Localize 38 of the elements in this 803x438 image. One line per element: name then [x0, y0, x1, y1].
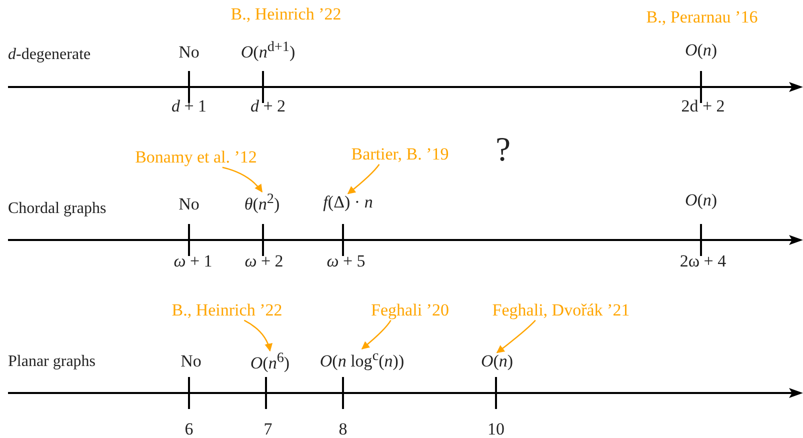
tick-label: 10 [488, 420, 504, 438]
arrow [347, 164, 380, 194]
citation-label: Bonamy et al. ’12 [135, 148, 257, 168]
arrow [361, 320, 392, 350]
row-title: d-degenerate [8, 46, 91, 64]
complexity-label: O(n log$^{c}$(n)) [320, 348, 404, 372]
row-title: Chordal graphs [8, 200, 106, 218]
complexity-label: No [178, 196, 200, 214]
citation-label: Bartier, B. ’19 [351, 146, 449, 164]
complexity-label: f(Δ) · n [323, 194, 373, 212]
tick-label: ω + 2 [244, 252, 284, 272]
complexity-label: O(n$^{6}$) [250, 350, 290, 374]
complexity-label: O(n) [480, 352, 514, 372]
arrow [244, 320, 272, 352]
tick-label: 7 [264, 420, 272, 438]
citation-label: B., Heinrich ’22 [230, 6, 342, 24]
arrow [222, 166, 263, 192]
complexity-label: O(n) [684, 42, 718, 60]
tick-label: 6 [184, 420, 194, 438]
citation-label: Feghali, Dvořák ’21 [492, 302, 630, 320]
tick-label: d + 2 [250, 98, 286, 116]
tick-label: 2d + 2 [681, 98, 725, 116]
complexity-label: No [180, 352, 202, 372]
question-mark: ? [495, 131, 511, 169]
citation-label: Feghali ’20 [371, 302, 449, 320]
tick-label: 2ω + 4 [680, 252, 726, 272]
complexity-label: O(n) [684, 192, 718, 210]
citation-label: B., Perarnau ’16 [646, 8, 758, 28]
complexity-label: No [178, 44, 200, 62]
complexity-label: O(n$^{d+1}$) [240, 40, 296, 62]
arrow [496, 320, 536, 354]
tick-label: ω + 5 [326, 252, 366, 272]
tick-label: ω + 1 [174, 252, 212, 272]
tick-label: 8 [338, 420, 348, 438]
citation-label: B., Heinrich ’22 [172, 302, 282, 320]
tick-label: d + 1 [171, 98, 207, 116]
row-title: Planar graphs [8, 353, 96, 371]
complexity-label: θ(n$^{2}$) [244, 192, 280, 214]
